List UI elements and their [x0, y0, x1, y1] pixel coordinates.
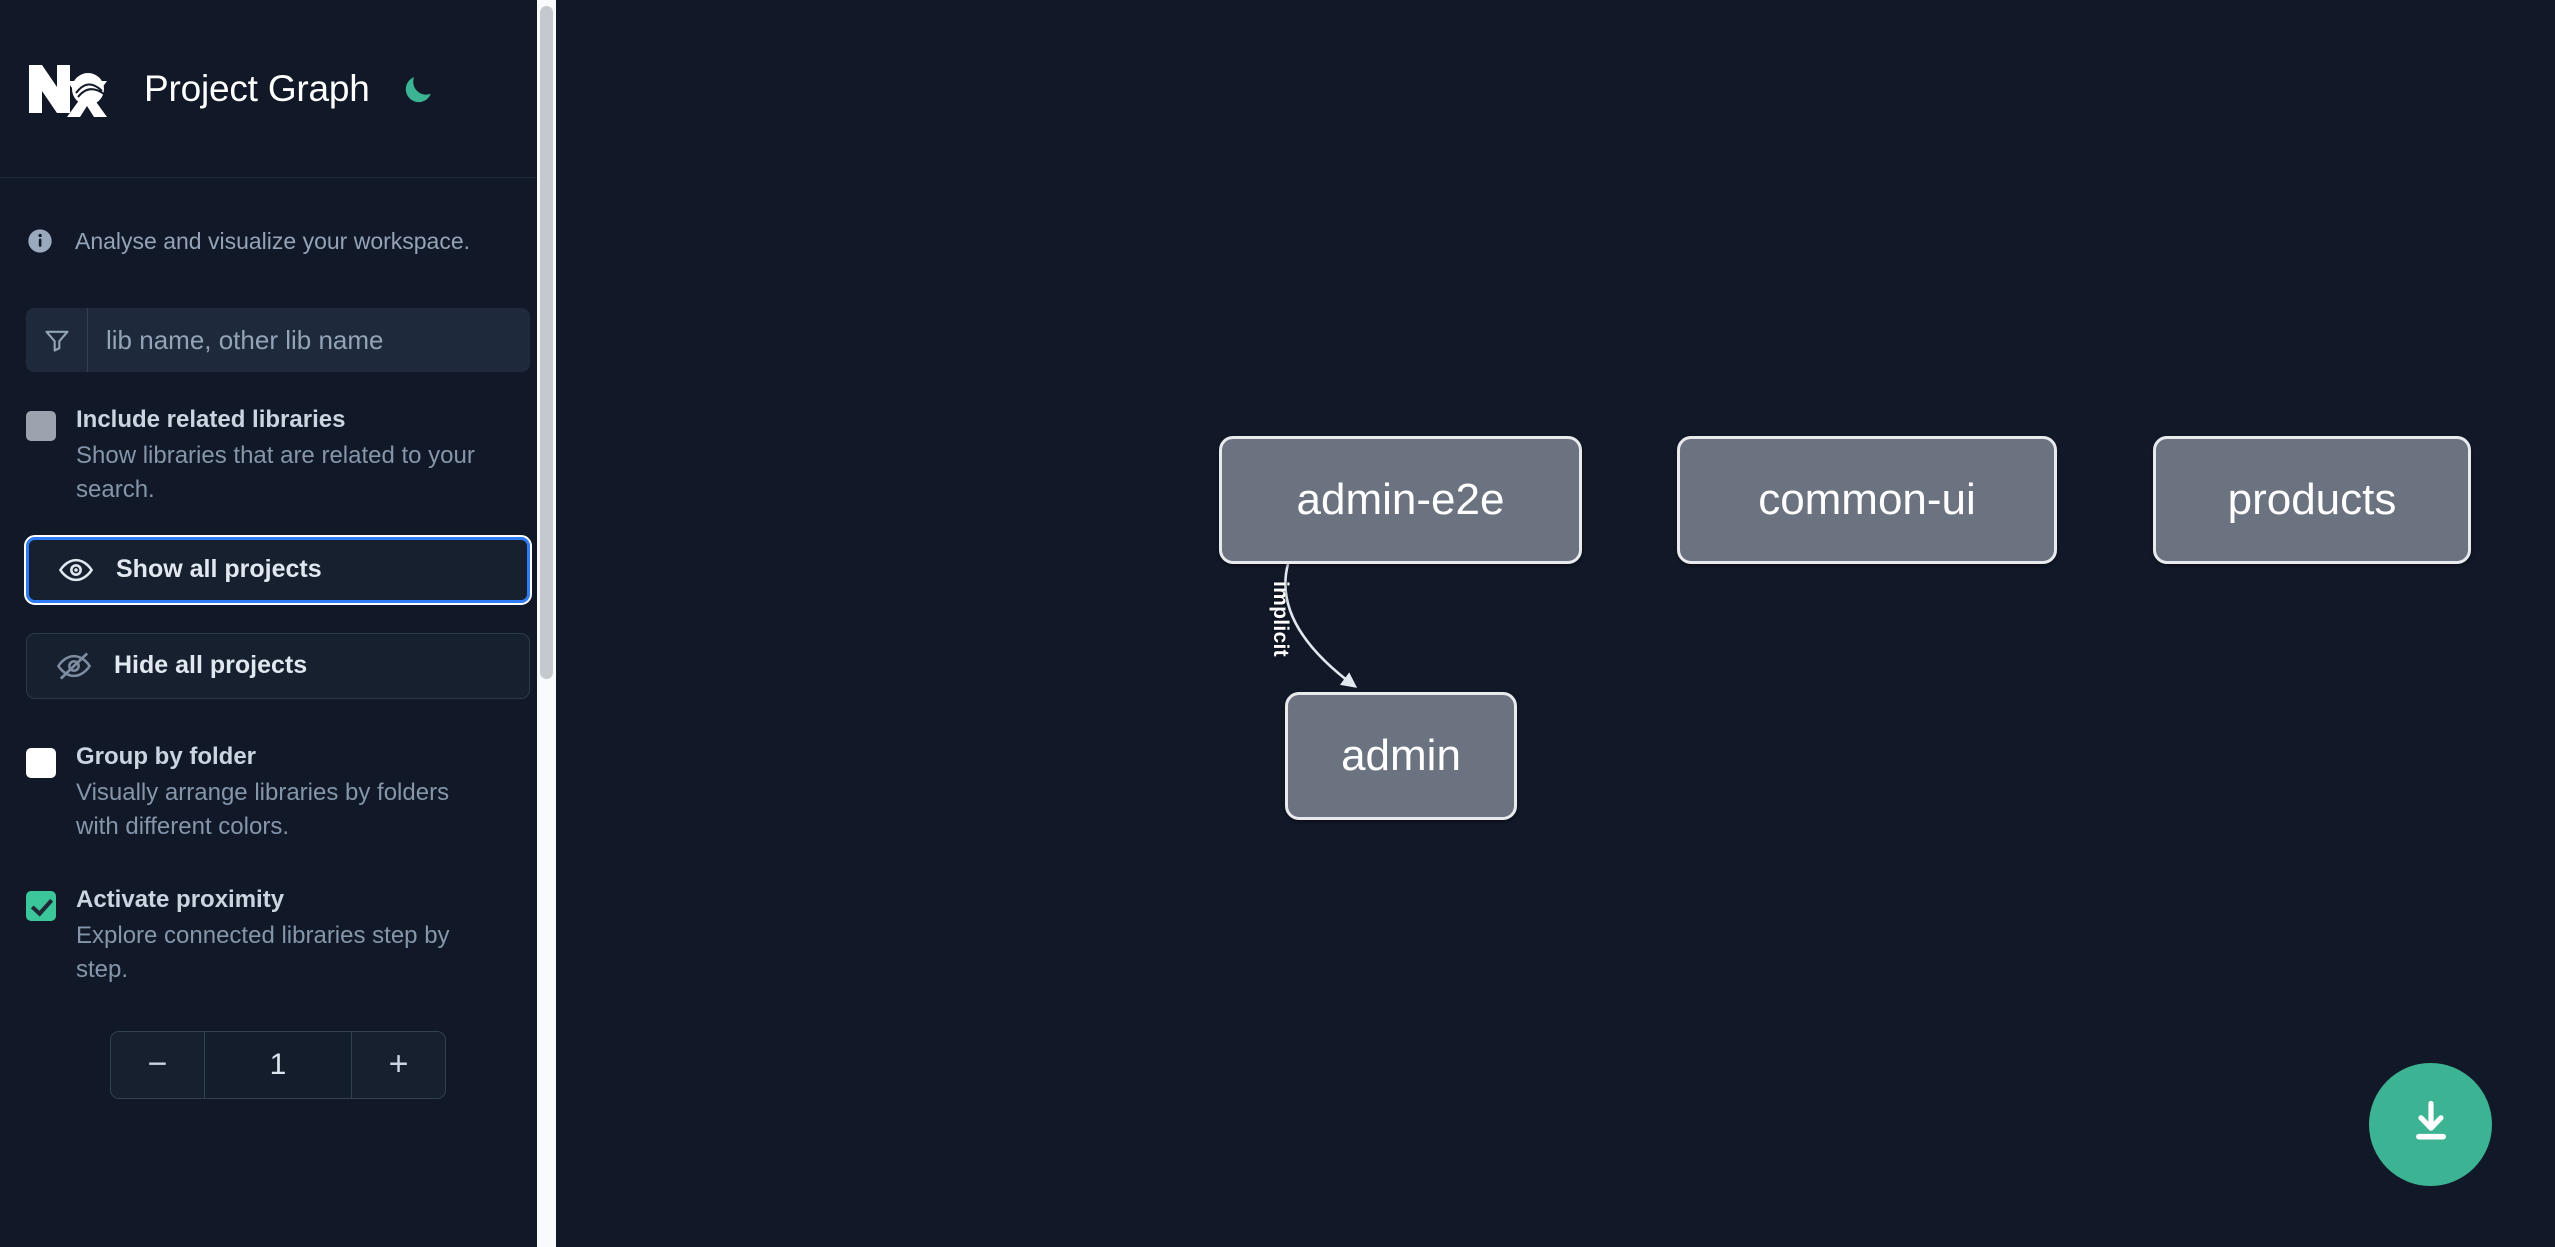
info-circle-icon — [26, 227, 54, 255]
stepper-value: 1 — [205, 1031, 351, 1098]
graph-edge-label-admin-e2e--admin: implicit — [1268, 581, 1292, 657]
workspace-info-text: Analyse and visualize your workspace. — [75, 227, 471, 254]
option-label: Activate proximity — [76, 885, 285, 913]
graph-node-admin[interactable]: admin — [1285, 692, 1517, 820]
workspace-info: Analyse and visualize your workspace. — [0, 178, 556, 304]
graph-node-products[interactable]: products — [2153, 436, 2471, 564]
moon-icon[interactable] — [397, 68, 439, 110]
show-all-projects-label: Show all projects — [116, 555, 322, 584]
option-label: Group by folder — [76, 742, 256, 770]
option-label: Include related libraries — [76, 406, 346, 433]
funnel-icon — [26, 308, 88, 372]
eye-icon — [58, 552, 94, 588]
graph-edges — [1284, 563, 1358, 688]
sidebar-scrollbar-track[interactable] — [537, 0, 556, 1247]
page-title: Project Graph — [144, 67, 370, 109]
checkbox-activate-proximity[interactable] — [26, 890, 56, 921]
download-icon — [2405, 1097, 2457, 1152]
option-group-by-folder[interactable]: Group by folder Visually arrange librari… — [26, 743, 530, 844]
option-description: Explore connected libraries step by step… — [76, 921, 450, 983]
eye-off-icon — [56, 648, 92, 684]
filter-input-wrapper[interactable] — [26, 308, 530, 372]
option-include-related-libraries[interactable]: Include related libraries Show libraries… — [26, 406, 530, 507]
stepper-increment-button[interactable]: + — [351, 1031, 445, 1098]
hide-all-projects-button[interactable]: Hide all projects — [26, 632, 530, 699]
checkbox-include-related-libraries[interactable] — [26, 411, 56, 441]
graph-node-common-ui[interactable]: common-ui — [1677, 436, 2057, 564]
nx-logo-icon — [26, 61, 118, 117]
option-description: Show libraries that are related to your … — [76, 441, 475, 503]
show-all-projects-button[interactable]: Show all projects — [24, 534, 532, 605]
sidebar-header: Project Graph — [0, 0, 556, 178]
hide-all-projects-label: Hide all projects — [114, 651, 308, 680]
graph-edge-admin-e2e--admin[interactable] — [1284, 563, 1358, 688]
proximity-stepper[interactable]: − 1 + — [110, 1030, 446, 1099]
search-input[interactable] — [88, 308, 530, 372]
option-activate-proximity[interactable]: Activate proximity Explore connected lib… — [26, 886, 530, 987]
stepper-decrement-button[interactable]: − — [111, 1031, 205, 1098]
option-description: Visually arrange libraries by folders wi… — [76, 778, 450, 840]
download-button[interactable] — [2369, 1063, 2492, 1186]
graph-canvas[interactable]: admin-e2ecommon-uiproductsstore-e2eadmin… — [556, 0, 2555, 1247]
graph-node-admin-e2e[interactable]: admin-e2e — [1219, 436, 1582, 564]
checkbox-group-by-folder[interactable] — [26, 747, 56, 778]
sidebar-scrollbar-thumb[interactable] — [540, 6, 553, 679]
sidebar: Project Graph Analyse and visualize your… — [0, 0, 556, 1247]
sidebar-controls: Include related libraries Show libraries… — [0, 308, 556, 1099]
